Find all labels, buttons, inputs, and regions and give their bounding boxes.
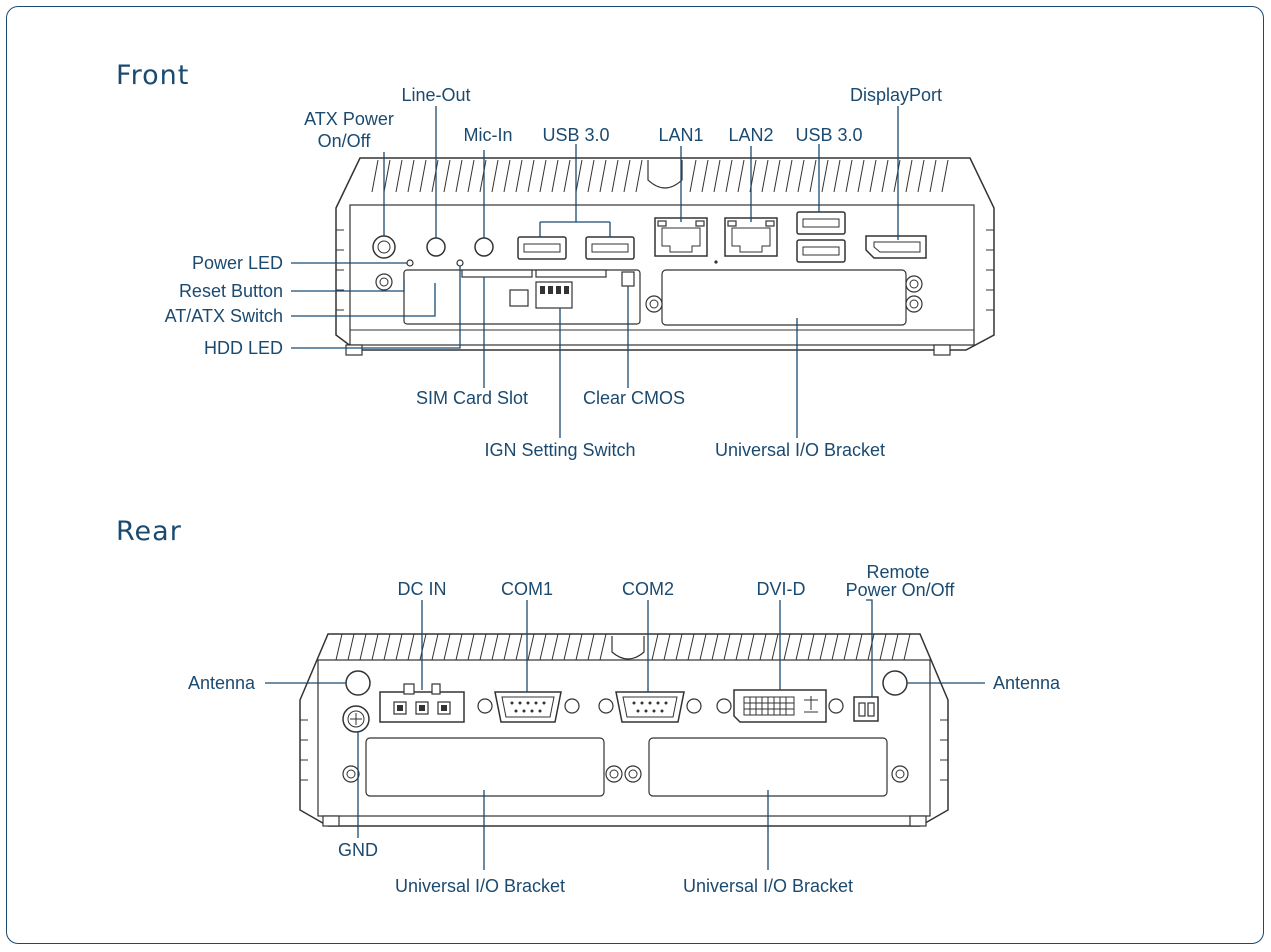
label-remote-line2: Power On/Off — [846, 580, 956, 600]
com2-port — [598, 691, 702, 723]
usb30-port-right — [585, 236, 635, 260]
ign-setting-switch — [535, 281, 573, 309]
label-atx-power-line1: ATX Power — [304, 109, 394, 129]
line-out-jack — [426, 237, 446, 257]
atx-power-button — [372, 235, 396, 259]
label-gnd: GND — [338, 840, 378, 860]
label-dvi-d: DVI-D — [757, 579, 806, 599]
label-lan2: LAN2 — [728, 125, 773, 145]
rear-universal-io-bracket-left — [342, 737, 623, 797]
label-usb30-a: USB 3.0 — [542, 125, 609, 145]
remote-power-connector — [853, 696, 879, 722]
com1-port — [477, 691, 580, 723]
lan1-port — [654, 217, 708, 257]
rear-leader-lines — [265, 599, 985, 870]
label-displayport: DisplayPort — [850, 85, 942, 105]
label-lan1: LAN1 — [658, 125, 703, 145]
label-hdd-led: HDD LED — [204, 338, 283, 358]
label-antenna-left: Antenna — [188, 673, 256, 693]
front-leader-lines — [291, 106, 899, 438]
label-usb30-b: USB 3.0 — [795, 125, 862, 145]
gnd-screw — [342, 705, 370, 733]
label-com2: COM2 — [622, 579, 674, 599]
front-heatsink-fins — [371, 159, 949, 193]
label-mic-in: Mic-In — [464, 125, 513, 145]
label-ign-setting-switch: IGN Setting Switch — [484, 440, 635, 460]
front-title: Front — [116, 60, 190, 91]
sim-card-slot — [461, 269, 533, 278]
power-led — [406, 259, 414, 267]
diagram-frame — [6, 6, 1264, 944]
rear-chassis — [299, 633, 949, 827]
antenna-left-connector — [345, 670, 371, 696]
label-remote-line1: Remote — [866, 562, 929, 582]
displayport-port — [865, 235, 927, 259]
label-at-atx-switch: AT/ATX Switch — [165, 306, 283, 326]
rear-title: Rear — [116, 516, 182, 547]
dvi-d-port — [716, 689, 844, 723]
usb30-stacked-ports — [796, 211, 846, 263]
label-clear-cmos: Clear CMOS — [583, 388, 685, 408]
front-universal-io-bracket — [645, 269, 923, 326]
usb30-port-left — [517, 236, 567, 260]
label-universal-io-bracket-rear-left: Universal I/O Bracket — [395, 876, 565, 896]
clear-cmos-jumper — [621, 271, 635, 287]
rear-universal-io-bracket-right — [624, 737, 909, 797]
label-atx-power-line2: On/Off — [318, 131, 372, 151]
rear-heatsink-fins — [335, 633, 911, 661]
dc-in-connector — [379, 683, 465, 723]
mic-in-jack — [474, 237, 494, 257]
label-dc-in: DC IN — [398, 579, 447, 599]
label-com1: COM1 — [501, 579, 553, 599]
label-universal-io-bracket-front: Universal I/O Bracket — [715, 440, 885, 460]
label-power-led: Power LED — [192, 253, 283, 273]
lan2-port — [724, 217, 778, 257]
label-line-out: Line-Out — [401, 85, 470, 105]
label-antenna-right: Antenna — [993, 673, 1061, 693]
label-universal-io-bracket-rear-right: Universal I/O Bracket — [683, 876, 853, 896]
front-screw-left — [375, 273, 393, 291]
antenna-right-connector — [882, 670, 908, 696]
hdd-led — [456, 259, 464, 267]
label-reset-button: Reset Button — [179, 281, 283, 301]
label-sim-card-slot: SIM Card Slot — [416, 388, 528, 408]
